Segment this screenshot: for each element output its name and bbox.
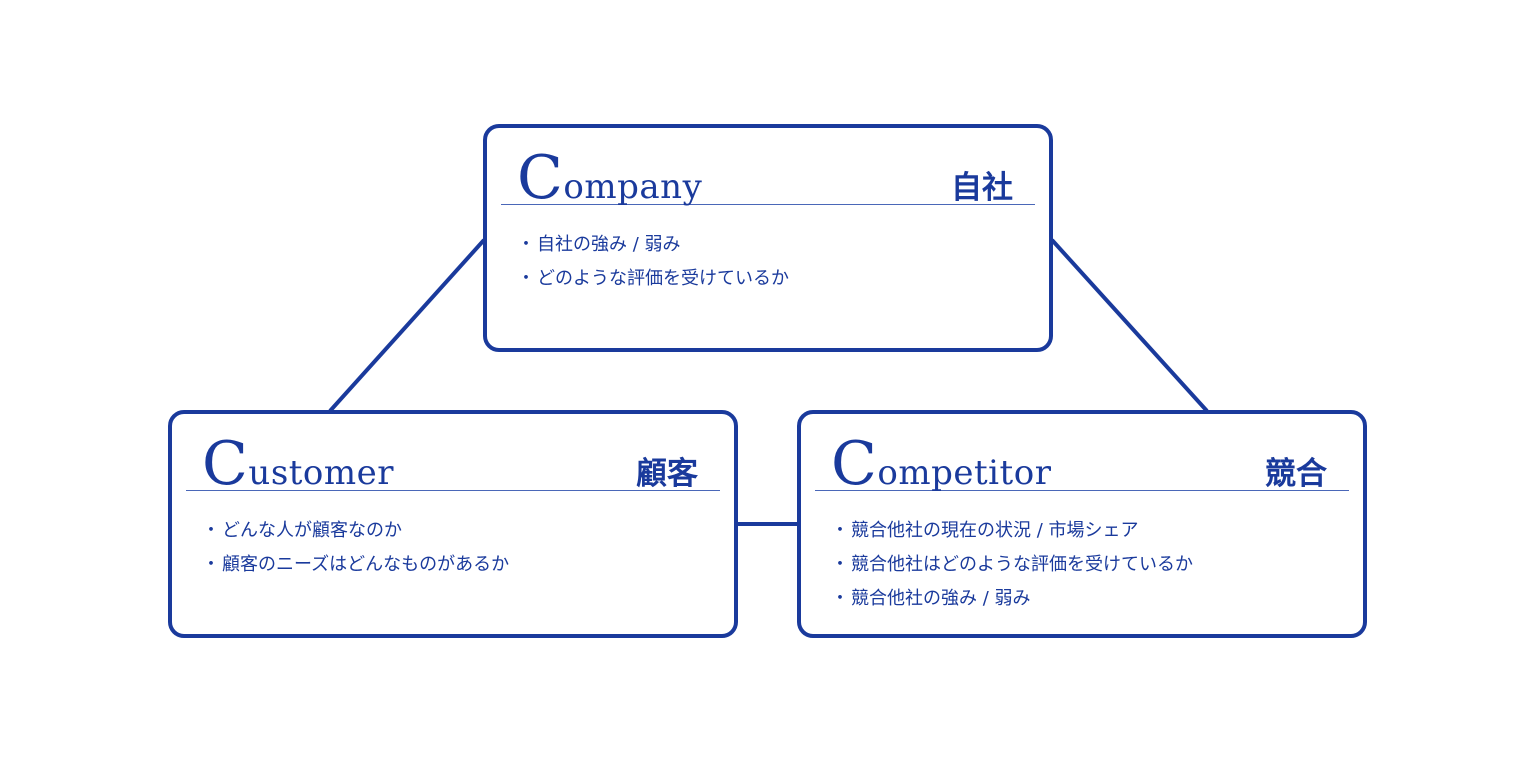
competitor-title-initial: C <box>831 429 878 499</box>
competitor-box: Competitor 競合 競合他社の現在の状況 / 市場シェア 競合他社はどの… <box>797 410 1367 638</box>
customer-title-initial: C <box>202 429 249 499</box>
customer-title-rest: ustomer <box>248 453 395 493</box>
company-title-initial: C <box>517 143 564 213</box>
competitor-header: Competitor 競合 <box>815 430 1349 494</box>
company-title-rest: ompany <box>563 167 703 207</box>
list-item: どんな人が顧客なのか <box>202 514 509 548</box>
company-box: Company 自社 自社の強み / 弱み どのような評価を受けているか <box>483 124 1053 352</box>
competitor-title-rest: ompetitor <box>877 453 1052 493</box>
list-item: 顧客のニーズはどんなものがあるか <box>202 548 509 582</box>
customer-list: どんな人が顧客なのか 顧客のニーズはどんなものがあるか <box>202 514 509 582</box>
customer-header: Customer 顧客 <box>186 430 720 494</box>
list-item: 競合他社の強み / 弱み <box>831 582 1193 616</box>
customer-title: Customer <box>202 434 394 494</box>
list-item: どのような評価を受けているか <box>517 262 789 296</box>
customer-title-jp: 顧客 <box>636 456 698 492</box>
customer-box: Customer 顧客 どんな人が顧客なのか 顧客のニーズはどんなものがあるか <box>168 410 738 638</box>
company-header: Company 自社 <box>501 144 1035 208</box>
list-item: 競合他社はどのような評価を受けているか <box>831 548 1193 582</box>
competitor-title: Competitor <box>831 434 1051 494</box>
connector-company-customer <box>328 238 486 413</box>
competitor-list: 競合他社の現在の状況 / 市場シェア 競合他社はどのような評価を受けているか 競… <box>831 514 1193 616</box>
company-title-jp: 自社 <box>951 170 1013 206</box>
competitor-title-jp: 競合 <box>1265 456 1327 492</box>
company-title: Company <box>517 148 702 208</box>
company-list: 自社の強み / 弱み どのような評価を受けているか <box>517 228 789 296</box>
list-item: 自社の強み / 弱み <box>517 228 789 262</box>
connector-company-competitor <box>1050 238 1209 413</box>
list-item: 競合他社の現在の状況 / 市場シェア <box>831 514 1193 548</box>
